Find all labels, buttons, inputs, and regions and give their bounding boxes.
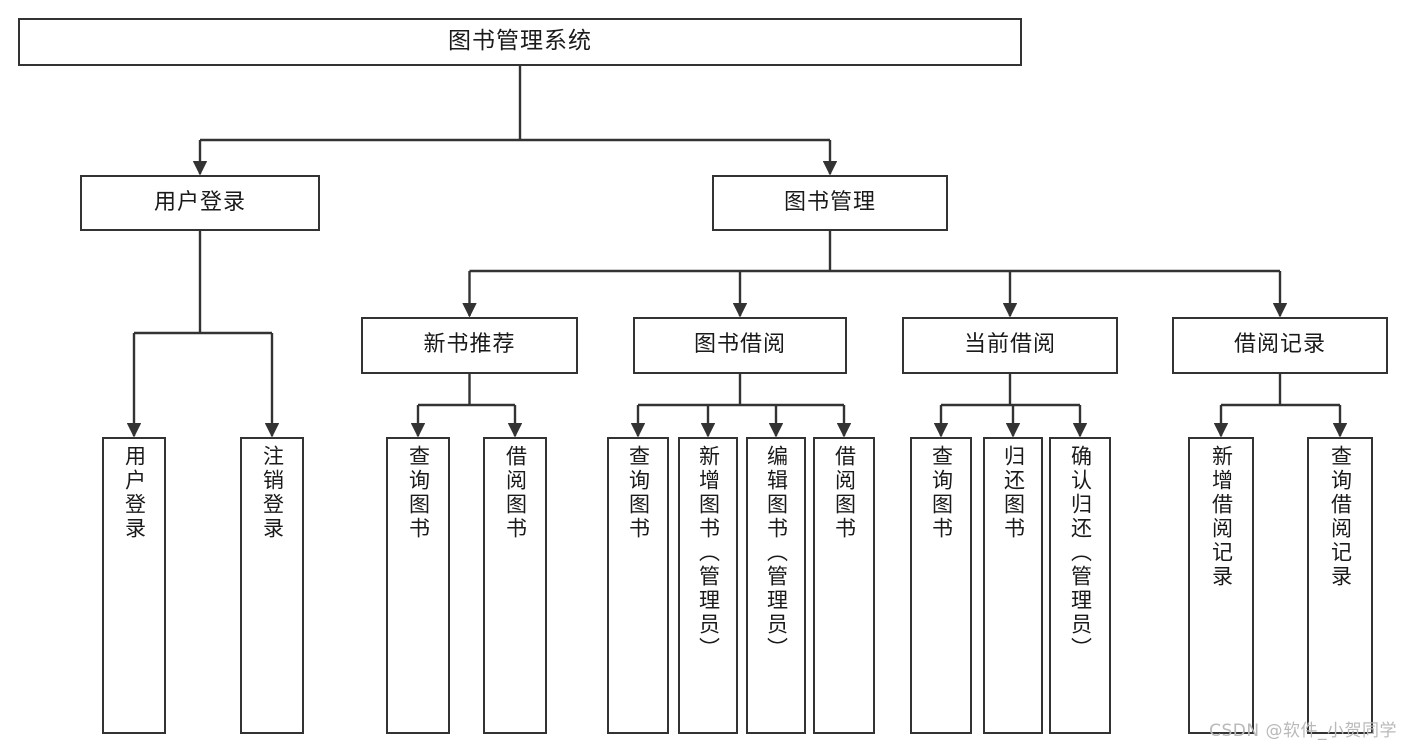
root-node[interactable]: 图书管理系统	[18, 18, 1022, 66]
leaf-node[interactable]: 归还图书	[983, 437, 1043, 734]
leaf-node[interactable]: 新增图书（管理员）	[678, 437, 738, 734]
node-label: 新书推荐	[423, 332, 516, 358]
node-label: 新增图书（管理员）	[696, 445, 721, 661]
leaf-node[interactable]: 借阅图书	[813, 437, 875, 734]
node-label: 图书管理	[783, 189, 876, 215]
node-label: 图书管理系统	[448, 28, 592, 55]
leaf-node[interactable]: 用户登录	[102, 437, 166, 734]
branch-node[interactable]: 图书借阅	[633, 317, 847, 374]
node-label: 图书借阅	[693, 332, 786, 358]
leaf-node[interactable]: 查询图书	[386, 437, 450, 734]
node-label: 查询图书	[929, 445, 954, 541]
node-label: 用户登录	[153, 189, 246, 215]
node-label: 新增借阅记录	[1209, 445, 1234, 589]
node-label: 归还图书	[1001, 445, 1026, 541]
leaf-node[interactable]: 借阅图书	[483, 437, 547, 734]
leaf-node[interactable]: 确认归还（管理员）	[1049, 437, 1111, 734]
node-label: 借阅图书	[832, 445, 857, 541]
node-label: 注销登录	[260, 445, 285, 541]
node-label: 用户登录	[122, 445, 147, 541]
node-label: 借阅图书	[503, 445, 528, 541]
leaf-node[interactable]: 查询图书	[910, 437, 972, 734]
node-label: 当前借阅	[963, 332, 1056, 358]
node-label: 查询借阅记录	[1328, 445, 1353, 589]
node-label: 借阅记录	[1233, 332, 1326, 358]
node-label: 查询图书	[406, 445, 431, 541]
leaf-node[interactable]: 编辑图书（管理员）	[746, 437, 806, 734]
leaf-node[interactable]: 查询借阅记录	[1307, 437, 1373, 734]
watermark: CSDN @软件_小贺同学	[1209, 721, 1397, 741]
leaf-node[interactable]: 新增借阅记录	[1188, 437, 1254, 734]
leaf-node[interactable]: 查询图书	[607, 437, 669, 734]
node-label: 确认归还（管理员）	[1068, 445, 1093, 661]
branch-node[interactable]: 图书管理	[712, 175, 948, 231]
branch-node[interactable]: 借阅记录	[1172, 317, 1388, 374]
leaf-node[interactable]: 注销登录	[240, 437, 304, 734]
node-label: 查询图书	[626, 445, 651, 541]
branch-node[interactable]: 用户登录	[80, 175, 320, 231]
node-label: 编辑图书（管理员）	[764, 445, 789, 661]
branch-node[interactable]: 当前借阅	[902, 317, 1118, 374]
branch-node[interactable]: 新书推荐	[361, 317, 578, 374]
